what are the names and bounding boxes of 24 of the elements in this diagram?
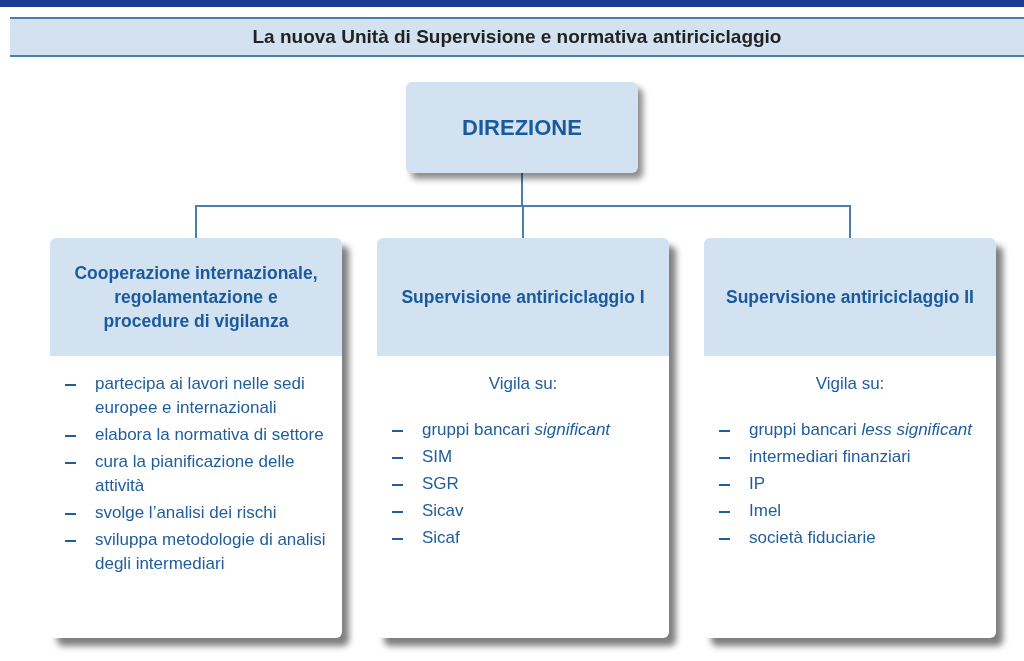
unit-box [406, 82, 638, 173]
unit-card [377, 238, 669, 638]
list-item: gruppi bancari significant [422, 419, 612, 441]
list-item: Imel [749, 500, 783, 522]
unit-title: DIREZIONE [462, 114, 582, 141]
title: La nuova Unità di Supervisione e normativa antiriciclaggio [252, 26, 782, 48]
list-item: IP [749, 473, 767, 495]
list-item: SGR [422, 473, 460, 495]
intro-text: Vigila su: [487, 374, 559, 394]
list-item: elabora la normativa di settore [95, 424, 325, 446]
list-item: svolge l’analisi dei rischi [95, 502, 278, 524]
list-item: intermediari finanziari [749, 446, 912, 468]
list-item: SIM [422, 446, 454, 468]
unit-title: Supervisione antiriciclaggio I [401, 286, 645, 309]
unit-card [50, 238, 342, 638]
list-item: Sicav [422, 500, 465, 522]
unit-card [704, 238, 996, 638]
list-item: Sicaf [422, 527, 461, 549]
unit-title: Supervisione antiriciclaggio II [726, 286, 974, 309]
list-item: società fiduciarie [749, 527, 877, 549]
unit-title: Cooperazione internazionale, regolamentazione e procedure di vigilanza [73, 262, 319, 333]
intro-text: Vigila su: [814, 374, 886, 394]
list-item: sviluppa metodologie di analisi degli intermediari [95, 529, 327, 575]
list-item: gruppi bancari less significant [749, 419, 974, 441]
